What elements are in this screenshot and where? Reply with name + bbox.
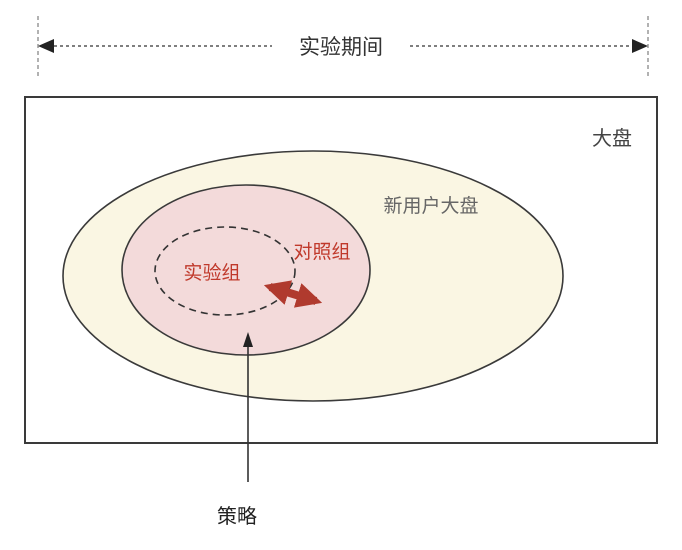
control-group-label: 对照组 [293,241,350,263]
overall-pool-label: 大盘 [592,127,632,150]
control-group-ellipse [121,184,371,356]
period-arrowhead-left-icon [38,39,54,53]
swap-arrow-icon [263,280,323,308]
experiment-group-label: 实验组 [183,262,240,284]
strategy-pointer [243,332,253,482]
strategy-label: 策略 [217,505,257,528]
new-user-pool-label: 新用户大盘 [383,195,478,217]
strategy-arrowhead-icon [243,332,253,347]
experiment-period-span: 实验期间 [37,16,649,78]
experiment-group-ellipse [154,226,296,316]
period-label: 实验期间 [299,36,383,59]
period-arrowhead-right-icon [632,39,648,53]
